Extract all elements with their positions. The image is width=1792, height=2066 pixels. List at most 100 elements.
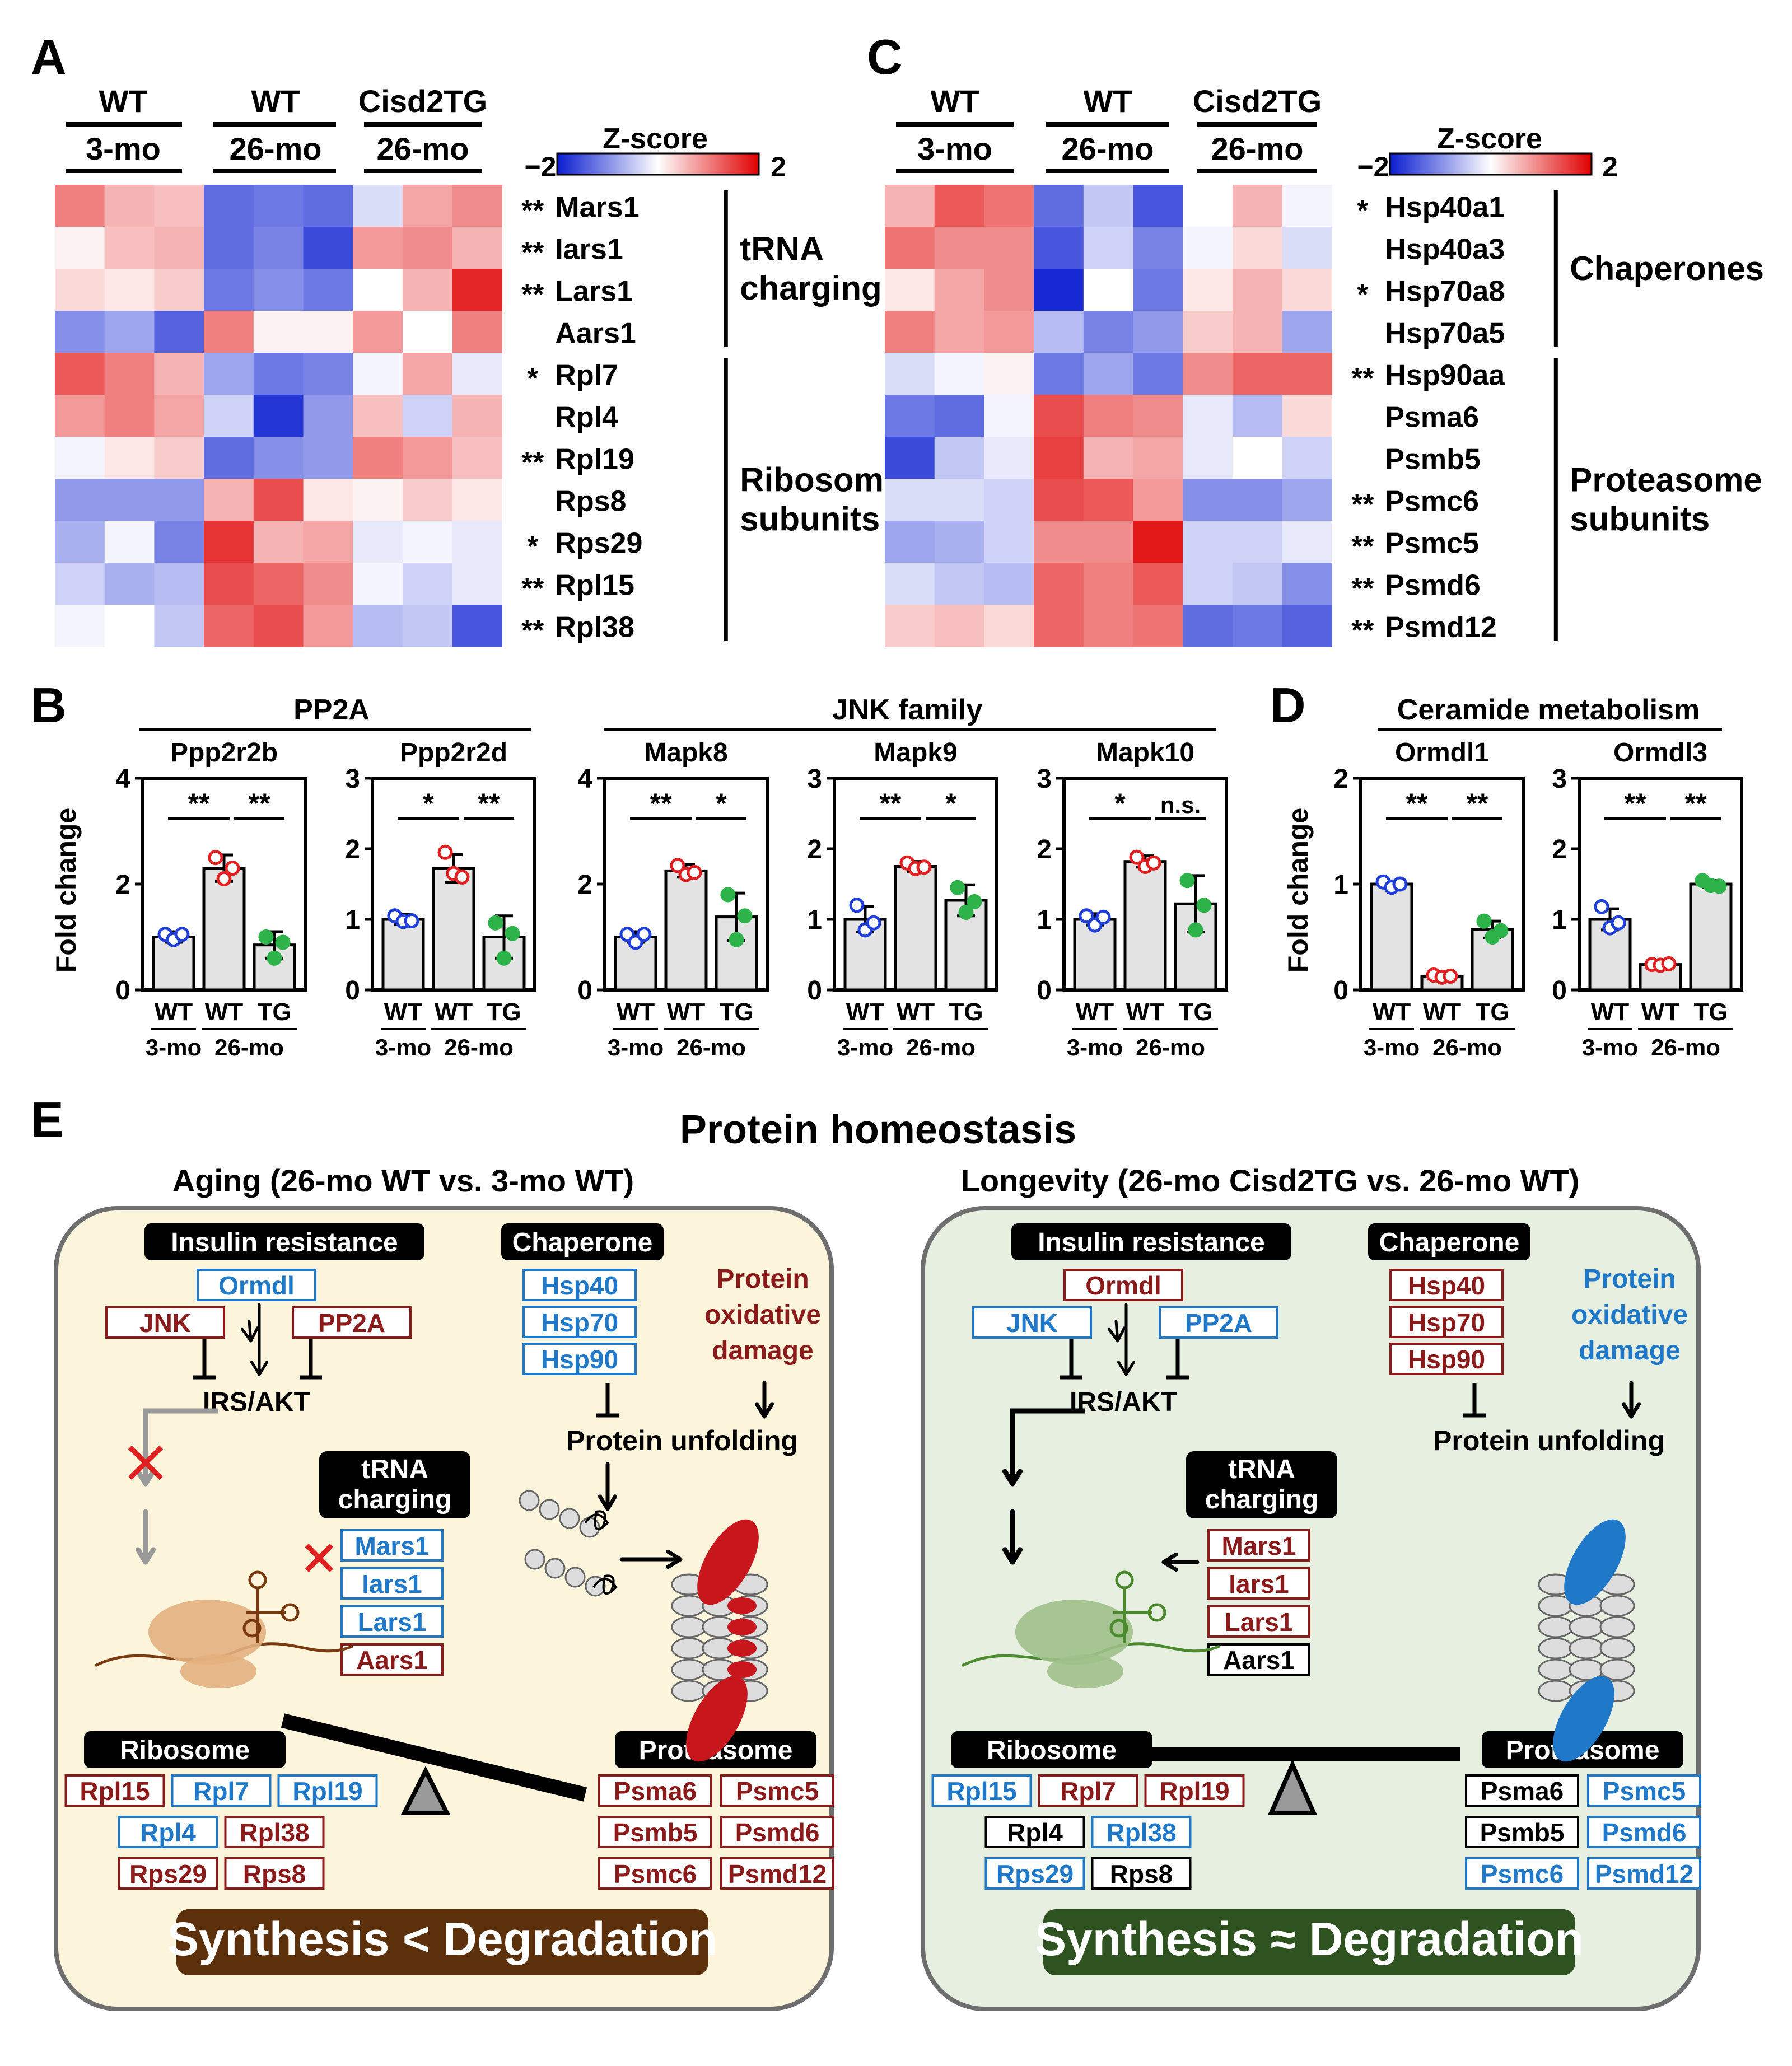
heatmap-cell — [353, 395, 403, 437]
heatmap-cell — [452, 353, 502, 395]
heatmap-cell — [402, 395, 453, 437]
group-bottom-label: 26-mo — [1211, 131, 1304, 166]
significance-mark: ** — [1351, 363, 1374, 395]
data-point — [687, 864, 702, 880]
ribosome-item-label: Rps29 — [129, 1859, 207, 1889]
heatmap-cell — [1083, 437, 1134, 479]
chart-title: Ppp2r2d — [400, 738, 507, 768]
panel-d: D Ceramide metabolism Fold change — [1270, 677, 1722, 973]
data-point — [225, 861, 240, 876]
data-point — [1196, 898, 1212, 913]
heatmap-cell — [353, 185, 403, 227]
trna-item-box — [340, 1567, 444, 1600]
data-point — [208, 850, 223, 866]
chart-title: Mapk10 — [1096, 738, 1194, 768]
oxidative-damage-label: Protein — [1583, 1264, 1676, 1294]
data-point — [967, 894, 982, 909]
heatmap-cell — [1232, 437, 1283, 479]
heatmap-cell — [1083, 185, 1134, 227]
arrow-head — [666, 1549, 683, 1569]
panel-c: C WT 3-mo WT 26-mo Cisd2TG 26-mo Z-score… — [867, 29, 1764, 647]
heatmap-cell — [303, 185, 353, 227]
ribosome-item-box — [224, 1857, 325, 1890]
oxidative-damage-label: oxidative — [704, 1300, 821, 1330]
heatmap-cell — [1183, 437, 1233, 479]
proteasome-item-box — [598, 1857, 712, 1890]
heatmap-cell — [55, 521, 105, 563]
data-point — [1661, 956, 1677, 971]
proteasome-ring — [1599, 1595, 1635, 1617]
heatmap-cell — [1133, 311, 1183, 353]
heatmap-cell — [402, 185, 453, 227]
gene-label: Rpl7 — [555, 359, 618, 392]
trna-loop — [281, 1603, 300, 1622]
heatmap-cell — [104, 269, 155, 311]
heatmap-cell — [1183, 185, 1233, 227]
proteasome-ring — [671, 1637, 707, 1660]
y-tick-label: 0 — [577, 976, 592, 1006]
ribosome-item-label: Rps8 — [1110, 1859, 1173, 1889]
x-tick-label: TG — [1693, 998, 1728, 1026]
pp2a-label: PP2A — [318, 1308, 385, 1338]
heatmap-cell — [154, 521, 204, 563]
heatmap-a: **Mars1**Iars1**Lars1Aars1*Rpl7Rpl4**Rpl… — [55, 185, 902, 647]
bar — [202, 867, 246, 992]
gene-label: Rpl4 — [555, 401, 618, 434]
significance-mark: ** — [1685, 788, 1707, 819]
heatmap-cell — [984, 227, 1034, 269]
heatmap-cell — [1183, 311, 1233, 353]
heatmap-cell — [55, 185, 105, 227]
ribosome-item-box — [118, 1816, 218, 1848]
heatmap-cell — [253, 563, 304, 605]
proteasome-item-label: Psmd12 — [1595, 1859, 1693, 1889]
x-tick-label: WT — [435, 998, 473, 1026]
proteasome-ring — [671, 1616, 707, 1638]
gene-label: Hsp40a3 — [1385, 233, 1505, 266]
x-tick-label: TG — [719, 998, 753, 1026]
chaperone-item-label: Hsp90 — [1408, 1345, 1485, 1374]
heatmap-cell — [1083, 353, 1134, 395]
heatmap-cell — [1232, 479, 1283, 521]
group-bottom-label: 3-mo — [917, 131, 992, 166]
ribosome-small-subunit — [180, 1654, 256, 1688]
heatmap-cell — [984, 437, 1034, 479]
arrow-head — [241, 1326, 259, 1343]
colorbar-min: −2 — [524, 151, 556, 183]
unfolded-protein-bead — [544, 1558, 566, 1579]
proteasome-item-box — [1587, 1816, 1701, 1848]
y-tick-label: 0 — [1552, 976, 1567, 1006]
data-point — [174, 927, 190, 942]
heatmap-cell — [452, 311, 502, 353]
trna-item-box — [340, 1643, 444, 1676]
data-point — [404, 913, 419, 929]
heatmap-cell — [204, 437, 254, 479]
y-tick-label: 0 — [807, 976, 822, 1006]
diagram-subtitle: Aging (26-mo WT vs. 3-mo WT) — [172, 1163, 634, 1198]
significance-mark: * — [1357, 279, 1369, 311]
x-tick-label: WT — [667, 998, 706, 1026]
proteasome-item-label: Psmc5 — [1603, 1777, 1686, 1806]
heatmap-cell — [104, 311, 155, 353]
bar — [432, 867, 475, 992]
arrow-head — [135, 1469, 156, 1487]
data-point — [488, 915, 503, 931]
pp2a-box — [292, 1306, 412, 1339]
proteasome-item-label: Psmd12 — [728, 1859, 827, 1889]
y-tick-label: 2 — [577, 870, 592, 900]
x-tick-label: WT — [1423, 998, 1462, 1026]
proteasome-item-label: Psmb5 — [1480, 1818, 1565, 1847]
y-axis-label: Fold change — [1282, 808, 1314, 973]
significance-mark: ** — [1625, 788, 1646, 819]
unfolded-protein-bead — [524, 1549, 545, 1570]
significance-mark: ** — [521, 279, 544, 311]
ribosome-item-box — [1091, 1816, 1192, 1848]
gene-label: Psmb5 — [1385, 443, 1481, 476]
y-tick-label: 1 — [807, 905, 822, 935]
proteasome-item-box — [1465, 1816, 1579, 1848]
heatmap-cell — [984, 269, 1034, 311]
proteasome-item-box — [720, 1774, 834, 1807]
unfolded-protein-bead — [539, 1499, 560, 1520]
heatmap-cell — [402, 563, 453, 605]
heatmap-cell — [253, 521, 304, 563]
arrow-head — [754, 1402, 774, 1419]
